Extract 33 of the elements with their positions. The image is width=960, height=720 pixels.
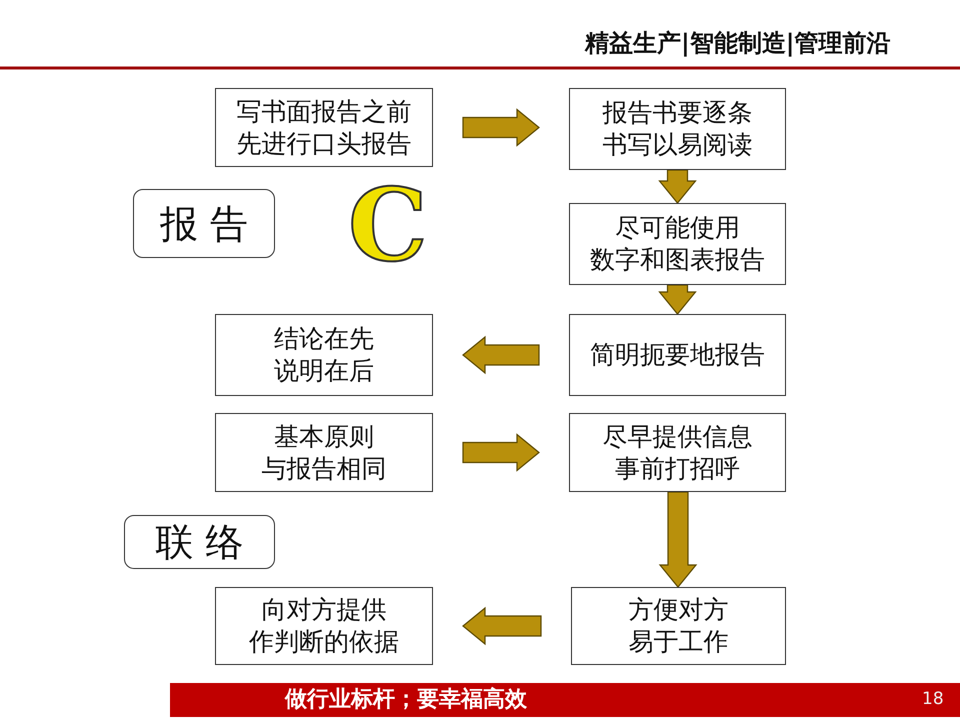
- process-box: [569, 314, 786, 396]
- category-box: [133, 189, 275, 258]
- step-text: 报告书要逐条书写以易阅读: [602, 97, 752, 161]
- step-text: 尽可能使用数字和图表报告: [590, 212, 765, 276]
- category-label: 报 告: [160, 202, 248, 246]
- category-box: [124, 515, 275, 569]
- process-box: [569, 88, 786, 170]
- process-box: [215, 587, 433, 665]
- step-text: 简明扼要地报告: [590, 339, 765, 371]
- step-text: 方便对方易于工作: [628, 594, 728, 658]
- step-text: 基本原则与报告相同: [262, 420, 386, 484]
- block-arrow: [462, 606, 542, 646]
- block-arrow: [658, 284, 697, 315]
- page-number: 18: [922, 688, 944, 710]
- block-arrow: [658, 169, 697, 204]
- step-text: 向对方提供作判断的依据: [249, 594, 399, 658]
- process-box: [569, 203, 786, 285]
- block-arrow: [462, 433, 540, 472]
- letter-label: C: [348, 170, 428, 280]
- footer-slogan: 做行业标杆；要幸福高效: [285, 685, 527, 713]
- category-label: 联 络: [155, 520, 244, 564]
- block-arrow: [462, 336, 540, 374]
- process-box: [569, 413, 786, 492]
- step-text: 尽早提供信息事前打招呼: [602, 420, 752, 484]
- step-text: 写书面报告之前先进行口头报告: [236, 96, 412, 160]
- process-box: [215, 413, 433, 492]
- block-arrow: [462, 108, 540, 147]
- header-tagline: 精益生产|智能制造|管理前沿: [585, 28, 891, 59]
- process-box: [215, 314, 433, 396]
- process-box: [215, 88, 433, 167]
- step-text: 结论在先说明在后: [274, 323, 374, 387]
- block-arrow: [658, 491, 698, 588]
- process-box: [571, 587, 786, 665]
